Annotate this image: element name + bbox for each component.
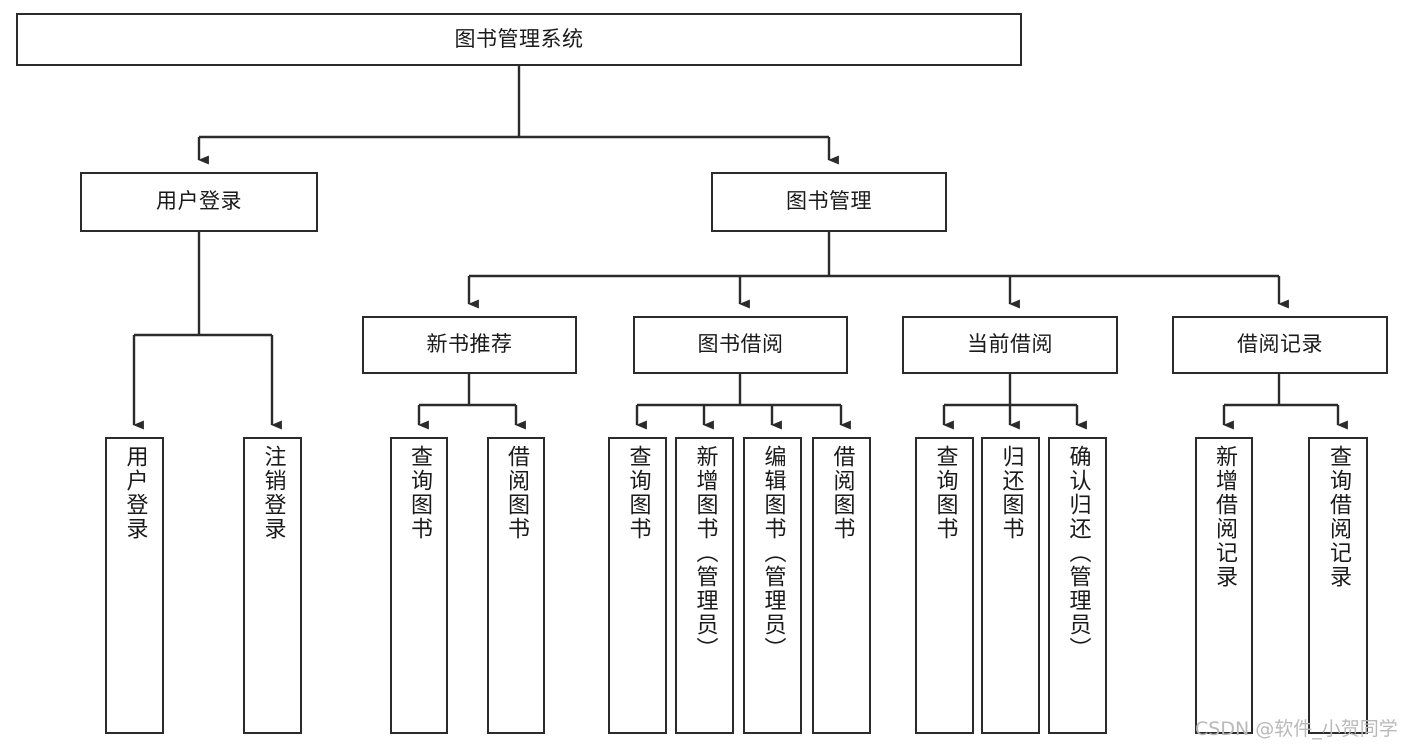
node-leaf-query-borrow-record-label: 查询借阅记录 — [1326, 445, 1351, 589]
node-user-login-label: 用户登录 — [156, 189, 242, 214]
node-leaf-add-borrow-record-label: 新增借阅记录 — [1212, 445, 1237, 589]
node-leaf-add-book-label: 新增图书（管理员） — [692, 445, 718, 661]
node-leaf-user-logout-label: 注销登录 — [260, 445, 286, 541]
node-leaf-user-login[interactable]: 用户登录 — [105, 437, 164, 734]
node-leaf-borrow-book-label: 借阅图书 — [829, 445, 855, 541]
node-leaf-return-book-label: 归还图书 — [998, 445, 1024, 541]
node-leaf-query-book-rec[interactable]: 查询图书 — [390, 437, 448, 734]
node-borrow-record[interactable]: 借阅记录 — [1172, 316, 1388, 374]
node-current-borrow[interactable]: 当前借阅 — [902, 316, 1118, 374]
node-leaf-confirm-return[interactable]: 确认归还（管理员） — [1048, 437, 1107, 734]
node-current-borrow-label: 当前借阅 — [967, 332, 1053, 357]
node-leaf-borrow-book-rec-label: 借阅图书 — [504, 445, 529, 541]
node-leaf-borrow-book-rec[interactable]: 借阅图书 — [487, 437, 545, 734]
node-leaf-user-logout[interactable]: 注销登录 — [243, 437, 302, 734]
node-new-book-rec-label: 新书推荐 — [426, 332, 513, 357]
node-leaf-user-login-label: 用户登录 — [122, 445, 148, 541]
node-leaf-query-book-borrow-label: 查询图书 — [625, 445, 651, 541]
node-leaf-add-borrow-record[interactable]: 新增借阅记录 — [1195, 437, 1253, 734]
node-user-login[interactable]: 用户登录 — [80, 172, 318, 232]
node-leaf-borrow-book[interactable]: 借阅图书 — [812, 437, 871, 734]
node-book-borrow[interactable]: 图书借阅 — [633, 316, 848, 374]
node-leaf-confirm-return-label: 确认归还（管理员） — [1065, 445, 1091, 661]
node-leaf-query-book-rec-label: 查询图书 — [407, 445, 432, 541]
node-leaf-query-book-current-label: 查询图书 — [932, 445, 958, 541]
node-leaf-add-book[interactable]: 新增图书（管理员） — [675, 437, 734, 734]
node-borrow-record-label: 借阅记录 — [1237, 332, 1323, 357]
node-root[interactable]: 图书管理系统 — [16, 13, 1022, 66]
node-book-borrow-label: 图书借阅 — [697, 332, 784, 357]
node-book-manage-label: 图书管理 — [786, 189, 872, 214]
node-leaf-query-book-current[interactable]: 查询图书 — [915, 437, 974, 734]
node-new-book-rec[interactable]: 新书推荐 — [362, 316, 577, 374]
node-leaf-query-borrow-record[interactable]: 查询借阅记录 — [1308, 437, 1368, 734]
node-leaf-edit-book-label: 编辑图书（管理员） — [760, 445, 786, 661]
node-book-manage[interactable]: 图书管理 — [711, 172, 947, 232]
node-root-label: 图书管理系统 — [454, 26, 584, 51]
node-leaf-edit-book[interactable]: 编辑图书（管理员） — [743, 437, 802, 734]
node-leaf-return-book[interactable]: 归还图书 — [981, 437, 1040, 734]
watermark: CSDN @软件_小贺同学 — [1195, 718, 1398, 740]
node-leaf-query-book-borrow[interactable]: 查询图书 — [608, 437, 667, 734]
